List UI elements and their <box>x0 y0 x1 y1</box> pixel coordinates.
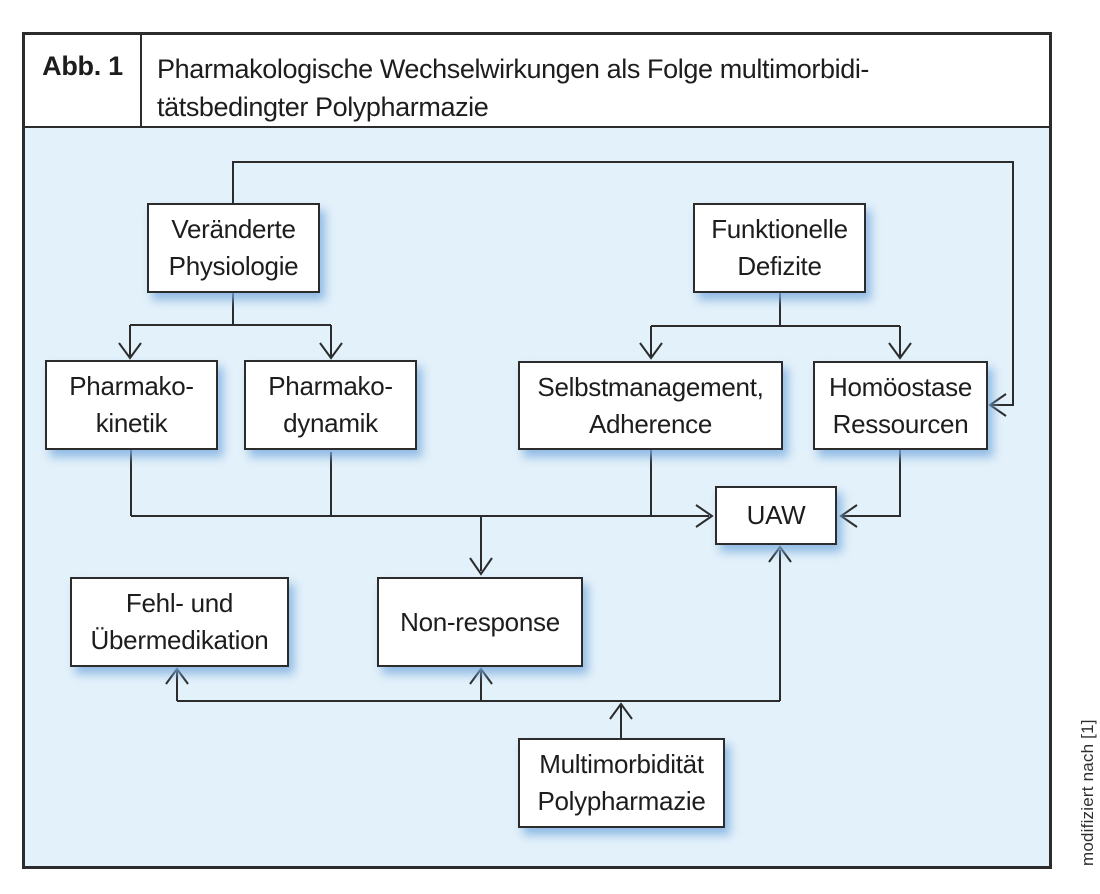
node-pharmakokinetik: Pharmako- kinetik <box>45 360 218 450</box>
node-funktionelle-defizite: Funktionelle Defizite <box>693 203 866 293</box>
node-label: Selbstmanagement, <box>537 371 764 402</box>
node-label: Ressourcen <box>832 408 969 439</box>
node-label: Polypharmazie <box>537 786 706 816</box>
node-selbstmanagement-adherence: Selbstmanagement, Adherence <box>518 361 783 450</box>
node-fehl-uebermedikation: Fehl- und Übermedikation <box>70 577 289 667</box>
node-label: Übermedikation <box>90 625 269 655</box>
node-label: Pharmako- <box>69 371 194 401</box>
node-label: Pharmako- <box>268 371 393 401</box>
node-label: Physiologie <box>168 251 299 281</box>
node-label: Funktionelle <box>711 214 848 244</box>
node-multimorbiditaet-polypharmazie: Multimorbidität Polypharmazie <box>518 738 725 828</box>
node-label: Homöostase <box>829 371 972 402</box>
node-label: UAW <box>746 500 806 530</box>
node-label: kinetik <box>95 408 168 438</box>
figure-title-line2: tätsbedingter Polypharmazie <box>157 92 489 122</box>
figure-header: Abb. 1 Pharmakologische Wechselwirkungen… <box>25 35 1049 128</box>
node-label: Adherence <box>588 408 713 439</box>
figure-label: Abb. 1 <box>25 35 142 126</box>
node-pharmakodynamik: Pharmako- dynamik <box>244 360 417 450</box>
source-credit: modifiziert nach [1] <box>1078 719 1097 866</box>
node-label: Fehl- und <box>125 588 234 618</box>
node-label: Veränderte <box>171 214 296 244</box>
node-label: dynamik <box>283 408 378 438</box>
node-label: Non-response <box>400 606 560 637</box>
node-uaw: UAW <box>715 486 837 545</box>
node-homoeostase-ressourcen: Homöostase Ressourcen <box>813 361 988 450</box>
figure-title-line1: Pharmakologische Wechselwirkungen als Fo… <box>157 54 870 84</box>
node-veraenderte-physiologie: Veränderte Physiologie <box>147 203 320 293</box>
node-label: Defizite <box>737 251 822 281</box>
figure-title: Pharmakologische Wechselwirkungen als Fo… <box>142 35 1049 126</box>
node-non-response: Non-response <box>377 577 583 667</box>
node-label: Multimorbidität <box>539 749 704 779</box>
